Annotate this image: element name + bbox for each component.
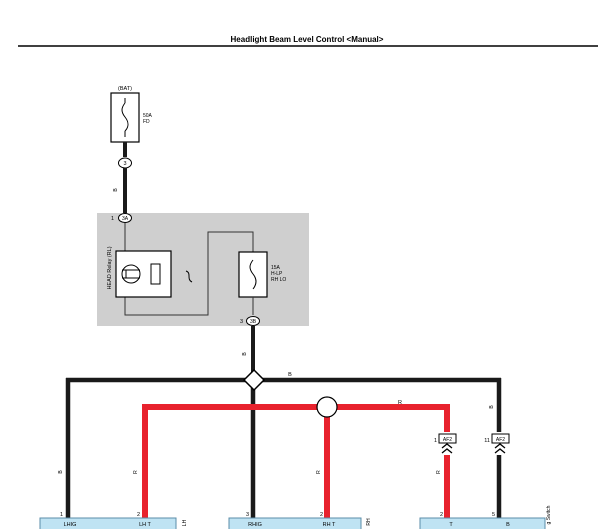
af2-right-chevron-icon (494, 443, 506, 454)
wire-rh-red-color: R (316, 470, 322, 474)
connector-relay-out-label: 3B (250, 319, 257, 325)
switch-pin-2: 2 (440, 512, 443, 518)
fuse-15a-name2: RH LO (271, 277, 286, 283)
lh-pin-1: 1 (60, 512, 63, 518)
relay-out-pin-label: 3 (240, 319, 243, 325)
connector-af2-left-label: AF2 (443, 437, 452, 443)
junction-black-bus (242, 368, 266, 392)
lh-label-t: LH T (139, 522, 151, 528)
fuse-50a-rating: 50A (143, 113, 153, 119)
lh-pin-2: 2 (137, 512, 140, 518)
rh-pin-3: 3 (246, 512, 249, 518)
junction-red-bus (316, 396, 338, 418)
wire-relay-out-color: B (242, 352, 248, 356)
switch-pin-5: 5 (492, 512, 495, 518)
wire-lh-black-color: B (58, 470, 64, 474)
rh-component (228, 517, 362, 529)
connector-relay-in (118, 213, 132, 223)
wire-bat-color: B (113, 188, 119, 192)
connector-af2-left (438, 433, 457, 444)
wire-bus-red-color: R (398, 400, 402, 406)
af2-left-chevron-icon (441, 443, 453, 454)
rh-pin-2: 2 (320, 512, 323, 518)
af2-left-pin-label: 1 (434, 438, 437, 444)
wire-lh-red-color: R (133, 470, 139, 474)
fuse-15a-symbol (249, 259, 257, 290)
relay-coil-symbol (185, 270, 193, 283)
relay-in-pin-label: 1 (111, 216, 114, 222)
relay-body (115, 250, 172, 298)
rh-side-label: RH (366, 518, 372, 526)
switch-component (419, 517, 546, 529)
wire-bus-black-color: B (288, 372, 292, 378)
fuse-15a-rating: 15A (271, 265, 281, 271)
fuse-50a-name: FD (143, 119, 150, 125)
switch-label-b: B (506, 522, 510, 528)
lh-side-label: LH (182, 519, 188, 526)
rh-label-t: RH T (323, 522, 336, 528)
connector-relay-in-label: 3A (122, 216, 129, 222)
battery-label: (BAT) (118, 86, 132, 92)
connector-af2-right (491, 433, 510, 444)
diagram-title: Headlight Beam Level Control <Manual> (231, 35, 384, 44)
relay-label: HEAD Relay (RL) (107, 246, 113, 289)
fuse-15a-name1: H-LP (271, 271, 283, 277)
connector-bat-pin-label: 3 (123, 161, 126, 167)
lh-component (39, 517, 177, 529)
connector-relay-out (246, 316, 260, 326)
switch-label-t: T (449, 522, 453, 528)
lh-label-ig: LHIG (64, 522, 77, 528)
connector-af2-right-label: AF2 (496, 437, 505, 443)
wire-af2-right-color: B (489, 405, 495, 409)
relay-coil-wire (124, 231, 254, 316)
fuse-50a-symbol (121, 102, 129, 132)
relay-coil (150, 263, 161, 285)
switch-side-label: g Switch (546, 505, 552, 524)
relay-contact-circle (121, 264, 141, 284)
rh-label-ig: RHIG (248, 522, 262, 528)
wire-af2-left-color: R (436, 470, 442, 474)
af2-right-pin-label: 11 (484, 438, 490, 444)
